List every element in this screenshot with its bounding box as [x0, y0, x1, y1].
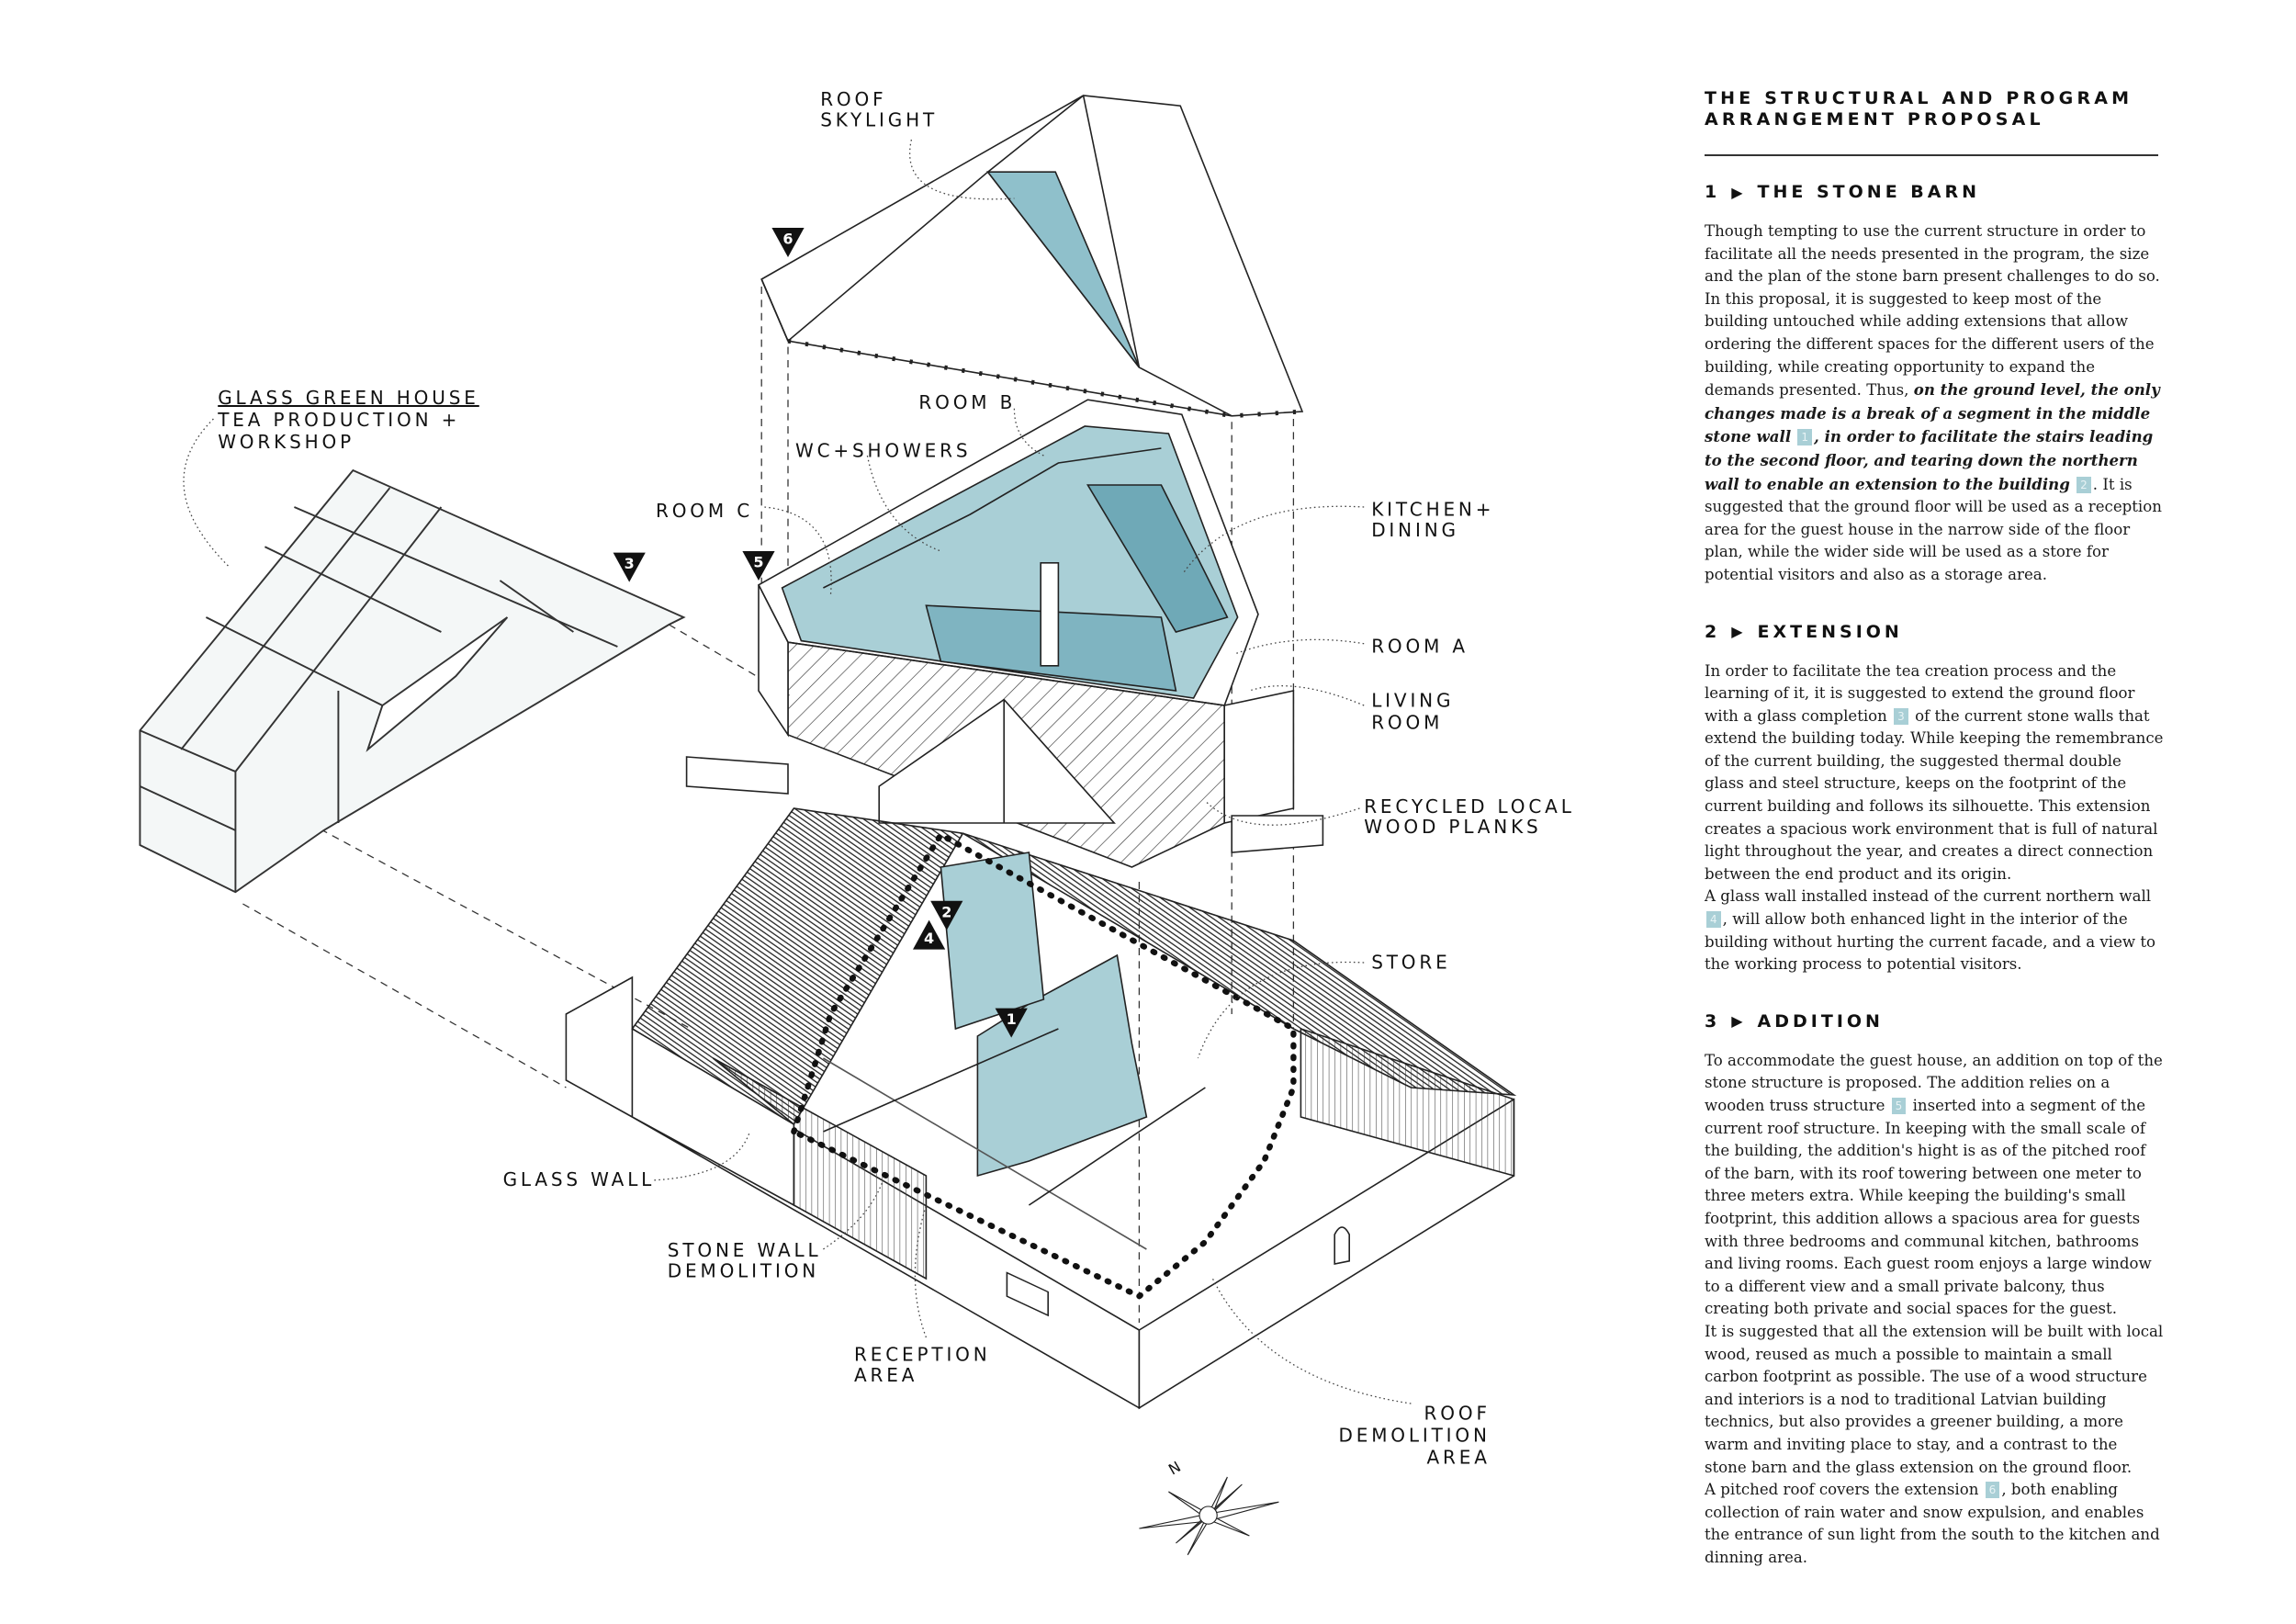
label-glass-green-house: GLASS GREEN HOUSE — [218, 387, 479, 409]
text-run: In order to facilitate the tea creation … — [1705, 661, 2135, 725]
glass-greenhouse — [139, 468, 686, 894]
section-title: THE STONE BARN — [1757, 182, 1981, 202]
play-triangle-icon: ▶ — [1731, 1012, 1747, 1031]
svg-text:3: 3 — [625, 555, 635, 572]
reference-badge: 2 — [2077, 476, 2091, 493]
svg-text:4: 4 — [924, 930, 934, 947]
label-tea-production: TEA PRODUCTION + — [217, 409, 460, 431]
label-reception-area: RECEPTION — [854, 1344, 991, 1366]
marker-6: 6 — [771, 228, 805, 257]
text-run: Though tempting to use the current struc… — [1705, 222, 2160, 400]
svg-text:5: 5 — [753, 554, 763, 571]
section-number: 2 — [1705, 621, 1721, 642]
leader-lines — [183, 139, 1412, 1404]
text-run: on the ground level, the only changes ma… — [1705, 380, 2160, 446]
text-run: , in order to facilitate the stairs lead… — [1705, 427, 2154, 493]
section-heading: 2 ▶ EXTENSION — [1705, 622, 2164, 642]
label-stone-wall-demolition: DEMOLITION — [668, 1259, 819, 1281]
label-living-room: LIVING — [1371, 690, 1454, 712]
play-triangle-icon: ▶ — [1731, 623, 1747, 640]
markers: 1 2 3 4 5 6 — [613, 228, 1028, 1038]
marker-5: 5 — [742, 551, 775, 581]
text-run: of the current stone walls that extend t… — [1705, 706, 2164, 883]
section-heading: 1 ▶ THE STONE BARN — [1705, 182, 2164, 202]
label-kitchen-dining: DINING — [1371, 519, 1459, 541]
marker-4: 4 — [913, 919, 946, 950]
section-number: 3 — [1705, 1010, 1721, 1032]
section-heading: 3 ▶ ADDITION — [1705, 1011, 2164, 1032]
label-reception-area: AREA — [854, 1364, 917, 1386]
section-body: Though tempting to use the current struc… — [1705, 220, 2164, 587]
label-roof-demolition: ROOF — [1424, 1403, 1491, 1425]
label-stone-wall-demolition: STONE WALL — [668, 1239, 822, 1261]
section-body: In order to facilitate the tea creation … — [1705, 660, 2164, 976]
section-number: 1 — [1705, 182, 1721, 202]
reference-badge: 5 — [1891, 1098, 1907, 1114]
roof-left-slope — [631, 807, 964, 1126]
play-triangle-icon: ▶ — [1731, 183, 1747, 201]
label-kitchen-dining: KITCHEN+ — [1371, 499, 1494, 521]
reference-badge: 4 — [1706, 911, 1721, 929]
text-run: It is suggested that all the extension w… — [1705, 1322, 2164, 1476]
section-title: ADDITION — [1757, 1010, 1884, 1032]
marker-3: 3 — [613, 552, 646, 582]
label-recycled-wood: WOOD PLANKS — [1364, 816, 1541, 838]
label-roof-demolition: AREA — [1427, 1447, 1491, 1469]
panel-title: THE STRUCTURAL AND PROGRAM ARRANGEMENT P… — [1705, 88, 2164, 130]
upper-extension — [685, 399, 1324, 868]
stone-barn — [565, 807, 1517, 1410]
section-stone-barn: 1 ▶ THE STONE BARN Though tempting to use … — [1705, 182, 2164, 587]
label-living-room: ROOM — [1371, 712, 1443, 734]
roof-skylight — [985, 171, 1141, 368]
reference-badge: 1 — [1797, 429, 1813, 446]
north-arrow-icon: N — [1139, 1458, 1279, 1556]
text-run: A glass wall installed instead of the cu… — [1705, 887, 2152, 906]
text-run: . It is suggested that the ground floor … — [1705, 475, 2162, 583]
pitched-roof — [760, 95, 1304, 419]
label-wc-showers: WC+SHOWERS — [795, 440, 971, 462]
text-run: A pitched roof covers the extension — [1705, 1481, 1979, 1499]
label-roof-demolition: DEMOLITION — [1339, 1425, 1491, 1447]
section-title: EXTENSION — [1757, 621, 1903, 642]
section-extension: 2 ▶ EXTENSION In order to facilitate the t… — [1705, 622, 2164, 976]
text-panel: THE STRUCTURAL AND PROGRAM ARRANGEMENT P… — [1705, 88, 2164, 1604]
title-divider — [1705, 154, 2158, 156]
marker-2: 2 — [930, 900, 963, 930]
section-addition: 3 ▶ ADDITION To accommodate the guest hous… — [1705, 1011, 2164, 1570]
text-run: To accommodate the guest house, an addit… — [1705, 1051, 2163, 1114]
diagram-labels: ROOF SKYLIGHT GLASS GREEN HOUSE TEA PROD… — [217, 88, 1575, 1469]
label-roof-skylight: SKYLIGHT — [820, 109, 938, 131]
label-roof-skylight: ROOF — [820, 88, 886, 110]
label-store: STORE — [1371, 951, 1450, 973]
svg-text:2: 2 — [941, 903, 951, 920]
reference-badge: 6 — [1985, 1482, 2000, 1499]
reference-badge: 3 — [1894, 707, 1908, 725]
svg-text:1: 1 — [1007, 1010, 1017, 1028]
label-room-b: ROOM B — [918, 391, 1016, 413]
compass-north-label: N — [1165, 1458, 1184, 1478]
section-body: To accommodate the guest house, an addit… — [1705, 1050, 2164, 1570]
label-recycled-wood: RECYCLED LOCAL — [1364, 795, 1575, 818]
text-run: inserted into a segment of the current r… — [1705, 1097, 2152, 1318]
svg-text:6: 6 — [782, 231, 793, 248]
label-room-a: ROOM A — [1371, 635, 1469, 657]
label-room-c: ROOM C — [656, 500, 753, 522]
panel-title-line: ARRANGEMENT PROPOSAL — [1705, 109, 2044, 130]
label-workshop: WORKSHOP — [218, 431, 355, 453]
panel-title-line: THE STRUCTURAL AND PROGRAM — [1705, 88, 2133, 108]
marker-1: 1 — [995, 1008, 1028, 1038]
text-run: , both enabling collection of rain water… — [1705, 1481, 2160, 1566]
label-glass-wall: GLASS WALL — [503, 1168, 656, 1190]
text-run: , will allow both enhanced light in the … — [1705, 910, 2156, 974]
